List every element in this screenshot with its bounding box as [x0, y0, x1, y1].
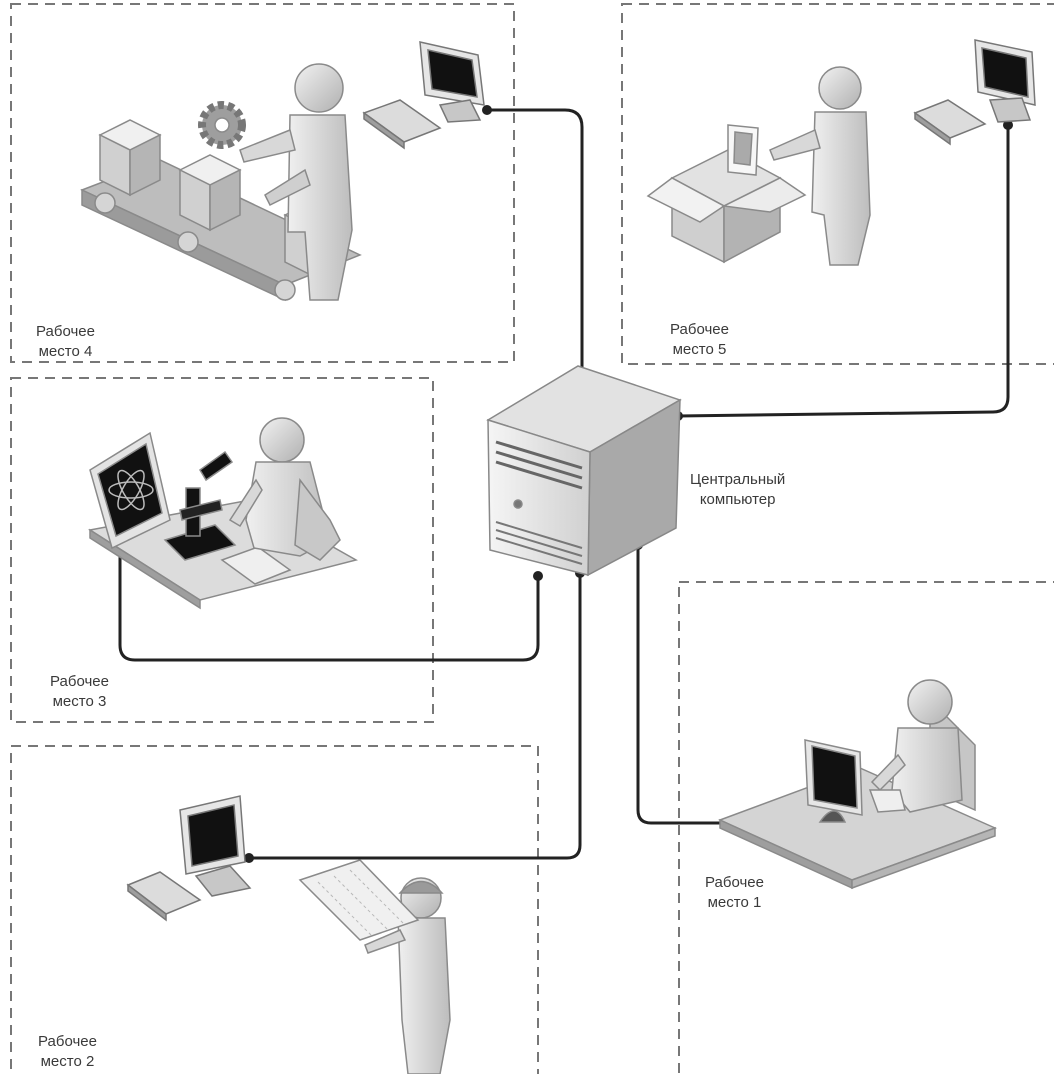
cable-workplace-5	[677, 125, 1010, 418]
zone-workplace-3	[10, 377, 434, 723]
workplace-5-label: Рабочее место 5	[670, 320, 729, 360]
workplace-5-label-line1: Рабочее	[670, 321, 729, 338]
keyboard-icon	[913, 99, 987, 146]
workplace-2-label-line2: место 2	[40, 1053, 95, 1070]
workplace-4-label-line2: место 4	[38, 343, 93, 360]
workplace-3-label: Рабочее место 3	[50, 672, 109, 712]
workplace-3-label-line2: место 3	[52, 693, 107, 710]
workplace-1-label-line1: Рабочее	[705, 874, 764, 891]
workplace-4-label: Рабочее место 4	[36, 322, 95, 362]
workplace-1-label-line2: место 1	[707, 894, 762, 911]
office-worker-icon	[718, 679, 998, 890]
connector-dot	[533, 571, 543, 581]
cable-workplace-1	[636, 545, 772, 825]
connector-dot	[482, 105, 492, 115]
zone-workplace-5	[621, 3, 1054, 365]
workplace-5-label-line2: место 5	[672, 341, 727, 358]
cable-workplace-3	[118, 551, 540, 662]
conveyor-worker-icon	[80, 63, 362, 302]
monitor-icon	[179, 795, 252, 897]
monitor-icon	[419, 41, 485, 123]
scientist-microscope-icon	[87, 417, 358, 610]
cable-workplace-4	[487, 108, 584, 378]
zone-workplace-1	[678, 581, 1054, 1074]
zone-workplace-4	[10, 3, 515, 363]
cable-workplace-2	[249, 573, 582, 860]
server-label: Центральный компьютер	[690, 470, 785, 510]
workplace-2-label: Рабочее место 2	[38, 1032, 97, 1072]
packing-worker-icon	[646, 66, 871, 266]
workplace-3-label-line1: Рабочее	[50, 673, 109, 690]
workplace-4-label-line1: Рабочее	[36, 323, 95, 340]
zone-workplace-2	[10, 745, 539, 1074]
monitor-icon	[974, 39, 1036, 123]
workplace-2-label-line1: Рабочее	[38, 1033, 97, 1050]
connector-dot	[1003, 120, 1013, 130]
server-label-line2: компьютер	[699, 491, 776, 508]
keyboard-icon	[362, 99, 442, 150]
connector-dot	[244, 853, 254, 863]
server-label-line1: Центральный	[690, 471, 786, 488]
server-tower-icon	[486, 365, 682, 577]
keyboard-icon	[126, 871, 202, 922]
workplace-1-label: Рабочее место 1	[705, 873, 764, 913]
engineer-blueprint-icon	[298, 859, 451, 1074]
